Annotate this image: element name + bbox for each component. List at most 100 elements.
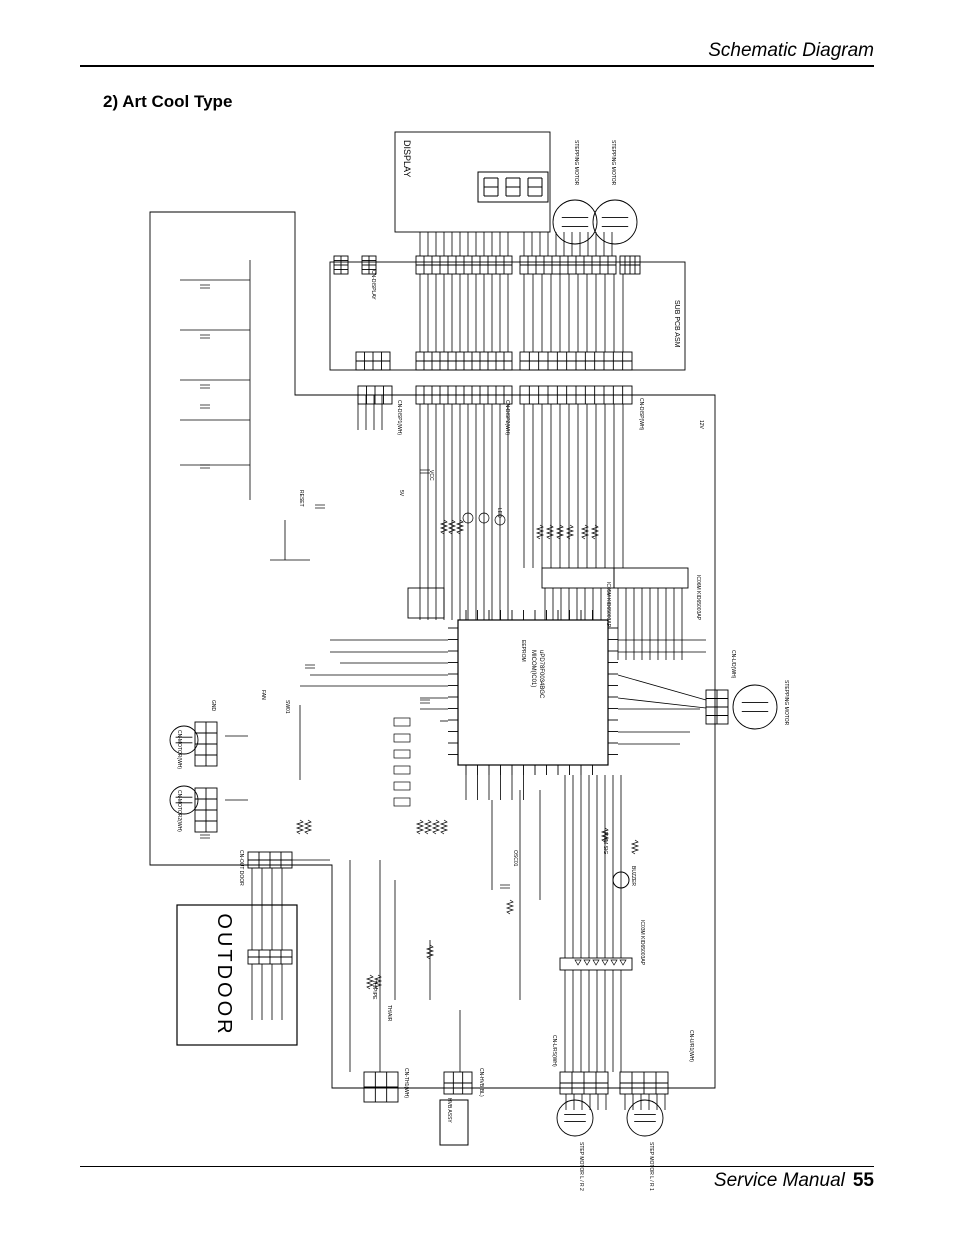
component-label: TH/AIR <box>386 1005 392 1022</box>
connector-label: CN-OUT DOOR <box>238 850 244 886</box>
ic-driver-top-label: IC05M KID65003AP <box>605 582 611 628</box>
connector-block <box>619 255 641 275</box>
regulator-ic <box>407 587 445 619</box>
motor-symbols <box>169 199 778 1137</box>
connector-block <box>415 385 513 405</box>
display-label: DISPLAY <box>402 140 412 177</box>
connector-block <box>415 255 513 275</box>
connector-block <box>194 787 218 833</box>
outdoor-label: OUTDOOR <box>213 913 235 1036</box>
component-label: HVB ASSY <box>446 1098 452 1123</box>
hvb-assy-box <box>439 1099 469 1146</box>
connector-block <box>443 1071 473 1095</box>
connector-label: CN-DISP1(WH) <box>396 400 402 435</box>
component-label: TH/PIPE <box>371 980 377 1000</box>
display-outline <box>394 131 551 233</box>
led-resistor-array <box>393 717 411 727</box>
component-label: SW01 <box>284 700 290 714</box>
connector-label: CN-L/D(WH) <box>730 650 736 679</box>
passive-components <box>200 284 640 990</box>
connector-block <box>415 351 513 371</box>
led-resistor-array <box>393 733 411 743</box>
driver-diode <box>574 959 582 966</box>
mcu-name-label: uPD78F0034BGC <box>538 650 544 699</box>
motor-label: STEPPING MOTOR <box>573 140 579 186</box>
transistor <box>478 512 490 524</box>
component-label: RESET <box>298 490 304 507</box>
ic-driver-right <box>613 567 689 589</box>
resistor <box>545 524 555 540</box>
connector-block <box>355 351 391 371</box>
connector-label: CN-HVB(BL) <box>478 1068 484 1097</box>
wire <box>617 697 707 709</box>
motor-symbol <box>169 785 199 815</box>
connector-block <box>357 385 393 405</box>
connector-block <box>705 689 729 725</box>
connector-block <box>247 949 293 965</box>
transistor <box>494 514 506 526</box>
motor-symbol <box>626 1099 664 1137</box>
resistor <box>535 524 545 540</box>
resistor <box>431 819 441 835</box>
connector-label: CN-MOTOR(WH) <box>176 730 182 769</box>
mcu-chip <box>457 619 609 766</box>
connector-block <box>519 255 617 275</box>
footer-page-number: 55 <box>852 1170 874 1191</box>
sub-pcb-label: SUB PCB ASM <box>673 300 680 348</box>
wire <box>617 674 707 701</box>
component-label: BUZZER <box>630 866 636 886</box>
ic-driver-right-label: IC06M KID65003AP <box>695 575 701 621</box>
connector-block <box>361 255 377 275</box>
resistor <box>600 827 610 843</box>
transistor <box>462 512 474 524</box>
outdoor-box <box>176 904 298 1046</box>
motor-symbol <box>556 1099 594 1137</box>
component-label: OSC01 <box>512 850 518 867</box>
resistor <box>439 519 449 535</box>
resistor <box>415 819 425 835</box>
component-label: GND <box>210 700 216 712</box>
connector-blocks <box>194 255 729 1103</box>
resistor <box>565 524 575 540</box>
resistor <box>580 524 590 540</box>
resistor <box>365 974 375 990</box>
buzzer-symbol <box>612 871 630 889</box>
component-label: PWM SIG <box>602 832 608 854</box>
motor-label: STEPPING MOTOR <box>783 680 789 726</box>
bus-lines <box>180 232 707 1110</box>
driver-diode <box>592 959 600 966</box>
driver-diode <box>601 959 609 966</box>
resistor <box>423 819 433 835</box>
resistor <box>455 519 465 535</box>
resistor <box>555 524 565 540</box>
footer-rule <box>80 1166 874 1167</box>
ic-driver-bottom-label: IC03M KID65003AP <box>639 920 645 966</box>
driver-diode <box>610 959 618 966</box>
header-title: Schematic Diagram <box>708 40 874 61</box>
resistor <box>295 819 305 835</box>
driver-diode <box>583 959 591 966</box>
mcu-pins <box>448 610 618 775</box>
connector-label: CN-MOTOR2(WH) <box>176 790 182 832</box>
connector-block <box>519 385 633 405</box>
component-label: 5V <box>398 490 404 497</box>
connector-block <box>519 351 633 371</box>
driver-diode <box>619 959 627 966</box>
led-resistor-array <box>393 797 411 807</box>
connector-labels: CN-MOTOR(WH) CN-MOTOR2(WH) CN-OUT DOOR CN-T… <box>176 270 736 1098</box>
led-resistor-array <box>393 781 411 791</box>
resistor <box>590 524 600 540</box>
connector-label: CN-L/RS(WH) <box>551 1035 557 1067</box>
connector-block <box>363 1071 399 1103</box>
connector-label: CN-DISP2(WH) <box>504 400 510 435</box>
resistor <box>505 899 515 915</box>
led-resistor-array <box>393 765 411 775</box>
motor-symbol <box>732 684 778 730</box>
connector-block <box>559 1071 609 1095</box>
connector-label: CN-TH1(WH) <box>403 1068 409 1098</box>
component-label: EEPROM <box>520 640 526 662</box>
motor-symbol <box>169 725 199 755</box>
connector-label: CN-DISP(WH) <box>638 398 644 431</box>
header-rule <box>80 65 874 67</box>
